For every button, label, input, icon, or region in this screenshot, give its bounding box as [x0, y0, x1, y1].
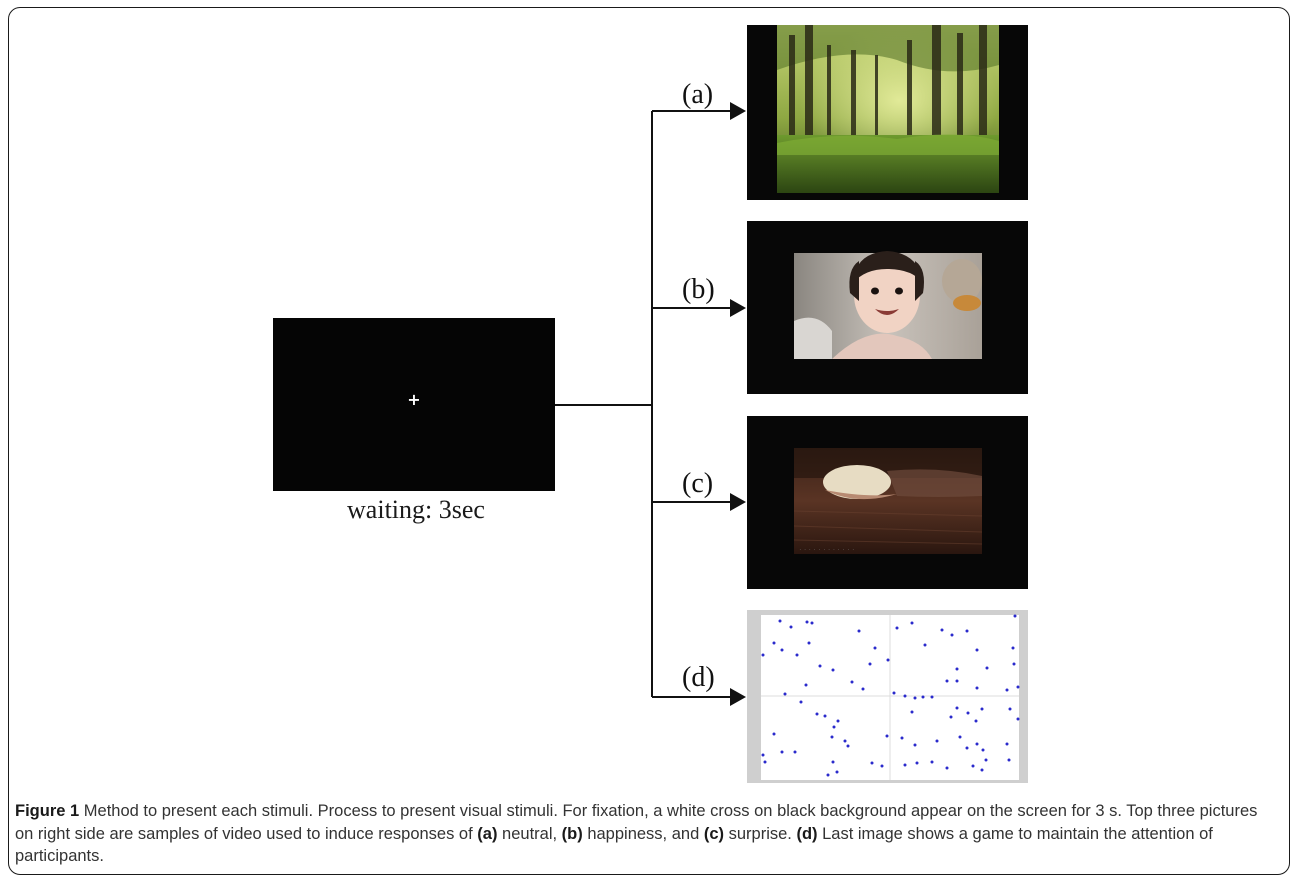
branch-letter-d: (d): [682, 662, 715, 693]
caption-mark-d: (d): [796, 824, 818, 843]
stimulus-forest-image: [747, 25, 1028, 200]
branch-letter-c: (c): [682, 468, 714, 499]
fixation-screen: +: [273, 318, 555, 491]
arrowhead-c: [730, 493, 746, 511]
svg-text:. . . . . . . . . . . .: . . . . . . . . . . . .: [799, 546, 854, 551]
figure-frame: [8, 7, 1290, 875]
figure-caption: Figure 1 Method to present each stimuli.…: [15, 800, 1277, 868]
caption-text: surprise.: [724, 824, 797, 843]
caption-text: happiness, and: [582, 824, 704, 843]
arrowhead-a: [730, 102, 746, 120]
caption-mark-b: (b): [561, 824, 583, 843]
arrowhead-b: [730, 299, 746, 317]
caption-text: Last image shows a game to maintain the …: [15, 824, 1213, 866]
caption-mark-a: (a): [477, 824, 498, 843]
arrowhead-d: [730, 688, 746, 706]
fixation-cross: +: [407, 390, 421, 409]
caption-figure-label: Figure 1: [15, 802, 80, 820]
caption-text: Method to present each stimuli. Process …: [15, 802, 1258, 843]
caption-text: neutral,: [497, 824, 562, 843]
branch-letter-a: (a): [682, 79, 714, 110]
stimulus-baby-image: [747, 221, 1028, 394]
caption-mark-c: (c): [703, 824, 725, 843]
waiting-label: waiting: 3sec: [347, 495, 485, 524]
branch-letter-b: (b): [682, 274, 715, 305]
stimulus-game-image: [747, 610, 1028, 783]
stimulus-hand-image: . . . . . . . . . . . .: [747, 416, 1028, 589]
